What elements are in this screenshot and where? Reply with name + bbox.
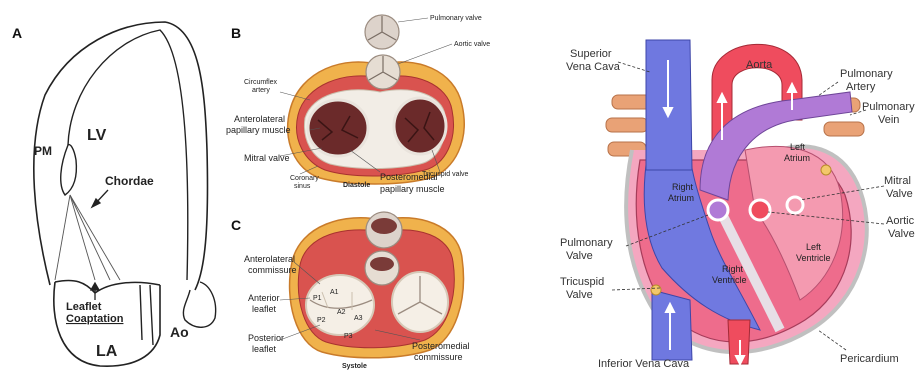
b-posteromedial-label-2: papillary muscle [380, 184, 445, 194]
left-atrium-label-1: Left [790, 142, 806, 152]
b-posteromedial-label-1: Posteromedial [380, 172, 438, 182]
b-anterolateral-label-1: Anterolateral [234, 114, 285, 124]
panel-b: B [226, 15, 490, 194]
anterior-leaflet [55, 280, 95, 293]
b-tricuspid-valve [394, 98, 446, 154]
b-mitral-valve [308, 100, 368, 156]
ivc-label: Inferior Vena Cava [598, 358, 690, 370]
pm-label: PM [34, 144, 52, 158]
b-aortic-valve [366, 55, 400, 89]
pulmonary-vein-label-2: Vein [878, 114, 899, 126]
aorta-label: Aorta [746, 59, 773, 71]
svc-label-1: Superior [570, 48, 612, 60]
coaptation-label: Coaptation [66, 313, 124, 325]
panel-a-letter: A [12, 25, 22, 41]
chordae-lines [55, 195, 120, 280]
pulmonary-artery-label-1: Pulmonary [840, 68, 893, 80]
lv-label: LV [87, 127, 107, 144]
left-ventricle-label-2: Ventricle [796, 253, 831, 263]
pulmonary-valve-ring [708, 200, 728, 220]
tricuspid-valve-label-2: Valve [566, 289, 593, 301]
b-diastole-label: Diastole [343, 182, 370, 189]
pulmonary-valve-label-2: Valve [566, 250, 593, 262]
c-p1-label: P1 [313, 295, 322, 302]
c-mitral-valve [306, 275, 374, 335]
mitral-valve-label-2: Valve [886, 188, 913, 200]
c-anterolateral-label-2: commissure [248, 265, 297, 275]
b-coronary-label-2: sinus [294, 183, 311, 190]
mitral-valve-ring [787, 197, 803, 213]
panel-c: C A1 A2 A3 P1 P2 P3 [231, 212, 470, 370]
c-a2-label: A2 [337, 309, 346, 316]
pericardium-label: Pericardium [840, 353, 899, 365]
b-aortic-valve-label: Aortic valve [454, 41, 490, 48]
panel-c-letter: C [231, 217, 241, 233]
b-pulmonary-valve-label: Pulmonary valve [430, 15, 482, 22]
c-aortic-valve [365, 251, 399, 285]
panel-a: A LV PM Chordae Leaflet [12, 22, 216, 366]
b-circumflex-label-2: artery [252, 87, 270, 94]
c-tricuspid-valve [392, 272, 448, 332]
left-atrium-label-2: Atrium [784, 153, 810, 163]
right-ventricle-label-2: Ventricle [712, 275, 747, 285]
pulmonary-valve-label-1: Pulmonary [560, 237, 613, 249]
heart-diagram: Superior Vena Cava Aorta Pulmonary Arter… [560, 40, 915, 370]
tricuspid-valve-label-1: Tricuspid [560, 276, 604, 288]
svc-label-2: Vena Cava [566, 61, 621, 73]
mitral-valve-label-1: Mitral [884, 175, 911, 187]
inferior-vena-cava [652, 290, 692, 360]
lv-outline [34, 22, 208, 290]
b-circumflex-label-1: Circumflex [244, 79, 278, 86]
c-anterior-label-1: Anterior [248, 293, 280, 303]
pulmonary-veins-left [606, 95, 652, 156]
c-anterolateral-label-1: Anterolateral [244, 254, 295, 264]
av-node [651, 285, 661, 295]
c-pulmonary-valve [366, 212, 402, 248]
la-label: LA [96, 343, 118, 360]
c-p3-label: P3 [344, 333, 353, 340]
pulmonary-vein-label-1: Pulmonary [862, 101, 915, 113]
b-mitral-valve-label: Mitral valve [244, 153, 290, 163]
aortic-valve-label-1: Aortic [886, 215, 915, 227]
sa-node [821, 165, 831, 175]
b-anterolateral-label-2: papillary muscle [226, 125, 291, 135]
lv-inner-wall [68, 30, 188, 280]
aortic-valve-label-2: Valve [888, 228, 915, 240]
left-ventricle-label-1: Left [806, 242, 822, 252]
right-ventricle-label-1: Right [722, 264, 744, 274]
b-pulmonary-valve [365, 15, 399, 49]
b-coronary-label-1: Coronary [290, 175, 319, 182]
chordae-arrow [92, 190, 108, 207]
panel-b-letter: B [231, 25, 241, 41]
c-a1-label: A1 [330, 289, 339, 296]
c-posterior-label-1: Posterior [248, 333, 284, 343]
right-atrium-label-2: Atrium [668, 193, 694, 203]
c-posterior-label-2: leaflet [252, 344, 277, 354]
leaflet-label: Leaflet [66, 301, 102, 313]
aortic-valve-ring [750, 200, 770, 220]
c-p2-label: P2 [317, 317, 326, 324]
c-posteromedial-label-1: Posteromedial [412, 341, 470, 351]
chordae-label: Chordae [105, 174, 154, 188]
ao-label: Ao [170, 324, 189, 340]
c-systole-label: Systole [342, 363, 367, 370]
c-a3-label: A3 [354, 315, 363, 322]
pulmonary-artery-label-2: Artery [846, 81, 876, 93]
c-posteromedial-label-2: commissure [414, 352, 463, 362]
papillary-muscle [61, 145, 77, 195]
right-atrium-label-1: Right [672, 182, 694, 192]
c-anterior-label-2: leaflet [252, 304, 277, 314]
